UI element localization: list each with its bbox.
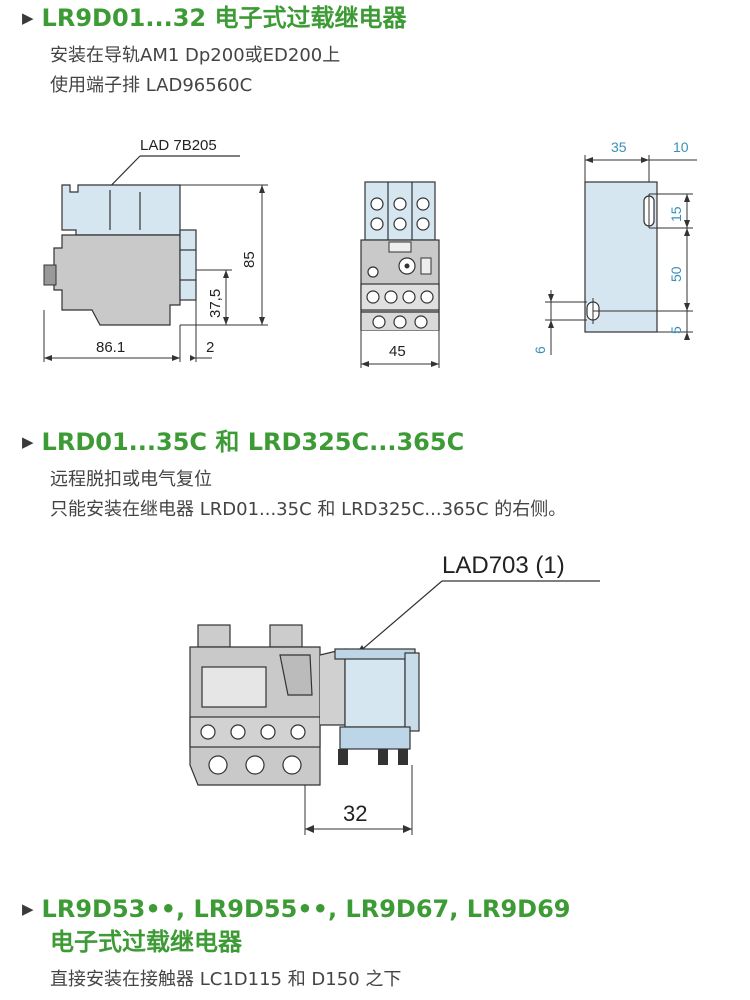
front-blue-terminal-block (364, 181, 436, 241)
callout-label-lad7b205: LAD 7B205 (140, 137, 217, 154)
bullet-triangle-icon: ▶ (22, 433, 34, 451)
section-1-title-text: LR9D01...32 电子式过载继电器 (41, 4, 407, 32)
dim-top-35: 35 (611, 139, 627, 155)
section-2-title: ▶ LRD01...35C 和 LRD325C...365C (22, 426, 464, 458)
section-3-line-1: 直接安装在接触器 LC1D115 和 D150 之下 (50, 969, 402, 990)
section-1-line-1: 安装在导轨AM1 Dp200或ED200上 (50, 45, 341, 66)
dim-width-32: 32 (343, 801, 367, 826)
side-view-diagram: LAD 7B205 85 37,5 86.1 2 (43, 137, 268, 362)
section-1-title: ▶ LR9D01...32 电子式过载继电器 (22, 2, 406, 34)
remote-reset-diagram: LAD703 (1) 32 (189, 552, 600, 835)
dim-depth-86-1: 86.1 (96, 339, 125, 356)
side-gray-body (53, 234, 181, 326)
dim-rail-37-5: 37,5 (207, 289, 224, 318)
dim-gap-2: 2 (206, 339, 214, 356)
callout-label-lad703: LAD703 (1) (442, 552, 565, 579)
mounting-view-diagram: 35 10 15 50 5 6 (532, 139, 697, 355)
section-3-title: ▶ LR9D53••, LR9D55••, LR9D67, LR9D69 (22, 893, 571, 925)
section-3-title-2: 电子式过载继电器 (50, 926, 242, 958)
dim-right-15: 15 (668, 206, 684, 222)
dim-height-85: 85 (241, 251, 258, 268)
side-rail-clip (179, 229, 197, 301)
section-3-title-line-2: 电子式过载继电器 (50, 928, 242, 956)
section-3-title-line-1: LR9D53••, LR9D55••, LR9D67, LR9D69 (41, 895, 571, 923)
dim-right-50: 50 (668, 266, 684, 282)
section-2-title-text: LRD01...35C 和 LRD325C...365C (41, 428, 465, 456)
section-1-line-2: 使用端子排 LAD96560C (50, 75, 253, 96)
front-view-diagram: 45 (360, 181, 440, 368)
dim-left-6: 6 (532, 346, 548, 354)
reset-module-blue (344, 654, 406, 728)
dim-right-5: 5 (668, 326, 684, 334)
dim-width-45: 45 (389, 343, 406, 360)
bullet-triangle-icon: ▶ (22, 900, 34, 918)
section-2-line-2: 只能安装在继电器 LRD01...35C 和 LRD325C...365C 的右… (50, 499, 567, 520)
bullet-triangle-icon: ▶ (22, 9, 34, 27)
side-blue-module (61, 184, 181, 236)
dim-top-10: 10 (673, 139, 689, 155)
section-2-line-1: 远程脱扣或电气复位 (50, 469, 212, 490)
